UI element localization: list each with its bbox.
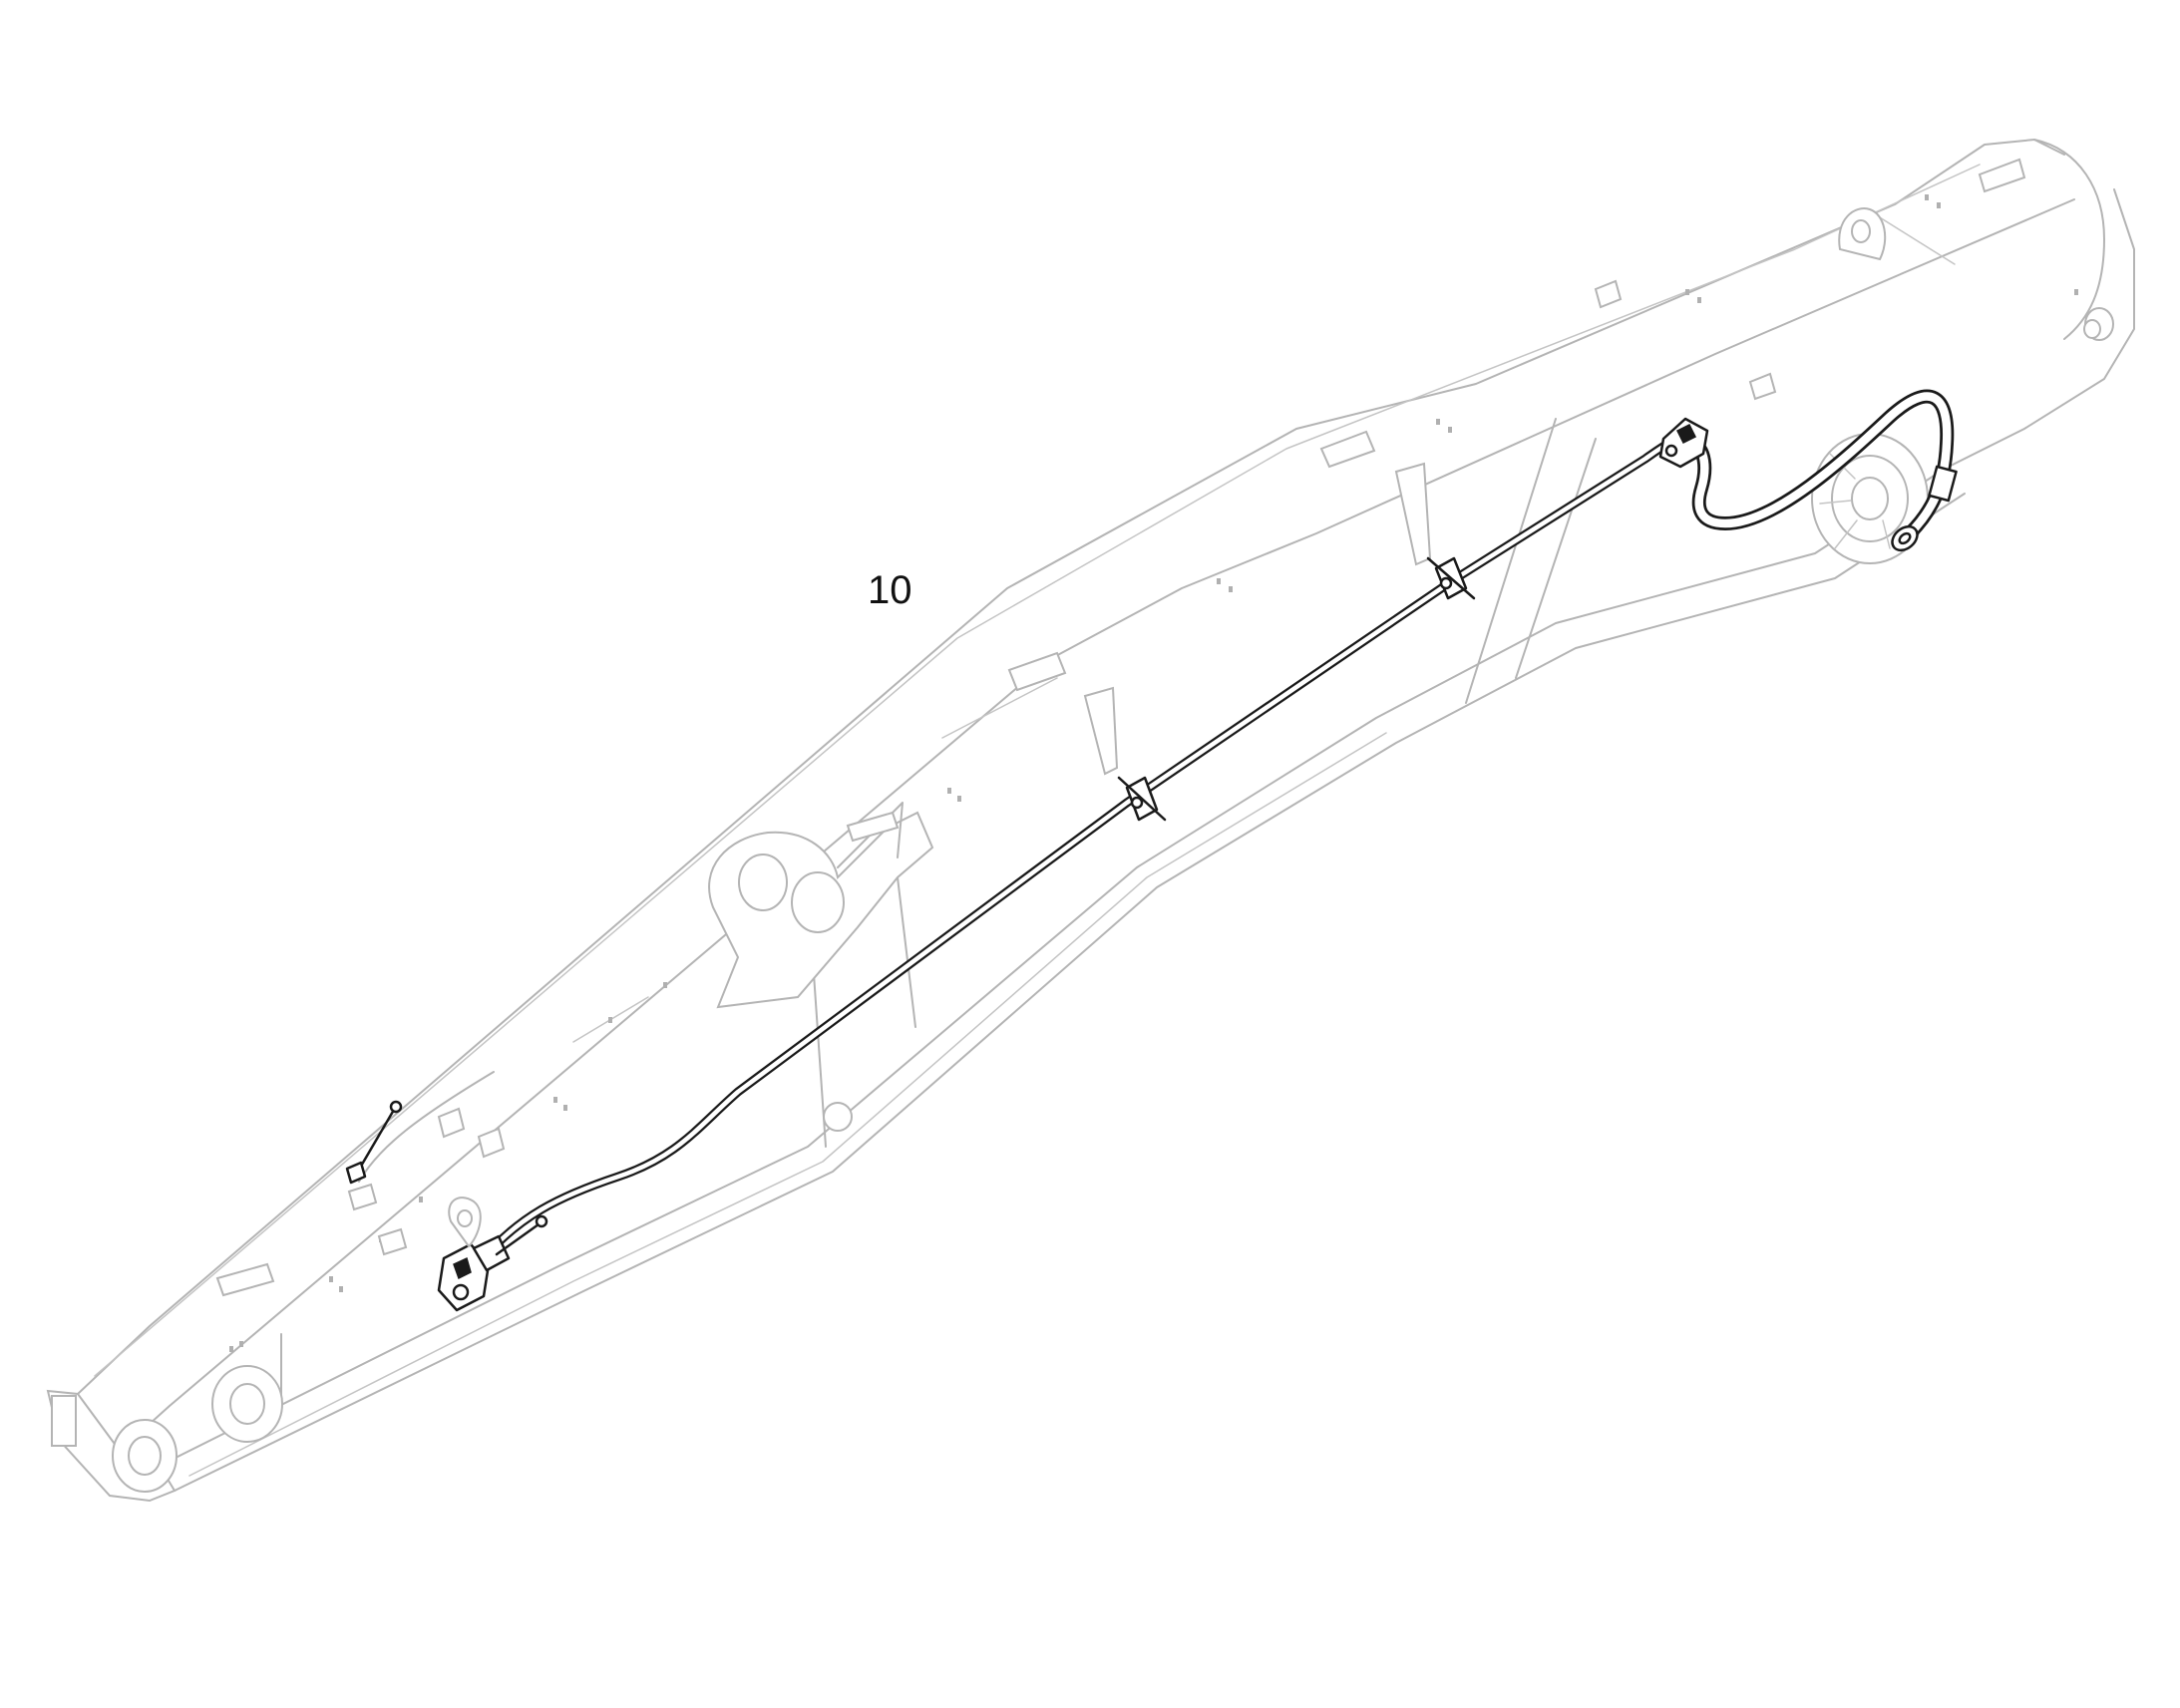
- boom-top-groove: [94, 164, 1981, 1377]
- pipe-bracket-ghost-2: [1394, 462, 1432, 566]
- pivot-rib-4: [1882, 519, 1891, 549]
- top-block-5: [1748, 372, 1777, 401]
- top-block-6: [1594, 279, 1623, 309]
- top-block-3: [347, 1183, 378, 1211]
- top-pad-4: [846, 811, 900, 843]
- boom-structure: [46, 139, 2135, 1503]
- boom-foot-boss-inner: [229, 1383, 265, 1425]
- pipe-assembly: [345, 389, 1958, 1312]
- boom-head-pin-2: [2083, 319, 2101, 339]
- seam-3: [897, 876, 916, 1028]
- pipe-union-nut: [1675, 423, 1697, 445]
- boom-top-edge: [77, 139, 2065, 1395]
- bolt-dots: [229, 194, 2078, 1352]
- steel-pipe-core: [478, 430, 1688, 1264]
- boom-head-lug-hole: [1851, 219, 1871, 243]
- seam-5: [1515, 438, 1597, 679]
- seam-6: [941, 677, 1058, 739]
- boom-bottom-flange: [174, 493, 1966, 1492]
- boom-head-arc: [2033, 139, 2105, 340]
- top-pad-3: [215, 1262, 275, 1297]
- grease-nipple-base: [345, 1161, 367, 1185]
- hose-crimp-upper: [1928, 465, 1958, 503]
- upper-pivot-inner: [1851, 477, 1889, 520]
- cylinder-bracket-hole-2: [791, 871, 845, 933]
- pipe-clamp-middle: [1117, 776, 1167, 822]
- top-pad-1: [1007, 651, 1067, 692]
- top-block-4: [377, 1227, 408, 1256]
- pipe-bracket-ghost-1: [1083, 686, 1119, 776]
- callout-10: 10: [868, 568, 912, 612]
- seam-4: [1465, 418, 1557, 704]
- flexible-hose-core: [1688, 392, 1952, 538]
- boom-bottom-flange-inner: [188, 732, 1387, 1477]
- cylinder-bracket-hole-1: [738, 854, 788, 911]
- top-pad-5: [1978, 158, 2026, 193]
- steel-pipe: [476, 428, 1690, 1266]
- pivot-rib-2: [1819, 500, 1852, 505]
- boom-foot-lug: [51, 1395, 77, 1447]
- pivot-rib-3: [1834, 519, 1858, 549]
- lower-valve-block: [437, 1196, 548, 1312]
- boom-side-lower-edge: [159, 188, 2135, 1467]
- bottom-lug: [823, 1102, 853, 1132]
- grease-nipple-head: [389, 1100, 403, 1114]
- top-pad-2: [1319, 430, 1376, 469]
- pipe-union-bolt: [1664, 444, 1678, 458]
- boom-foot-pin-inner: [128, 1436, 162, 1476]
- pipe-clamp-upper: [1426, 556, 1476, 600]
- top-block-1: [437, 1107, 466, 1139]
- seam-8: [1874, 213, 1956, 265]
- hose-end-fitting-inner: [1898, 531, 1912, 545]
- grease-line: [358, 1071, 495, 1183]
- boom-top-face-edge: [119, 198, 2075, 1452]
- top-block-2: [477, 1127, 506, 1159]
- cylinder-bracket-arm: [837, 802, 904, 868]
